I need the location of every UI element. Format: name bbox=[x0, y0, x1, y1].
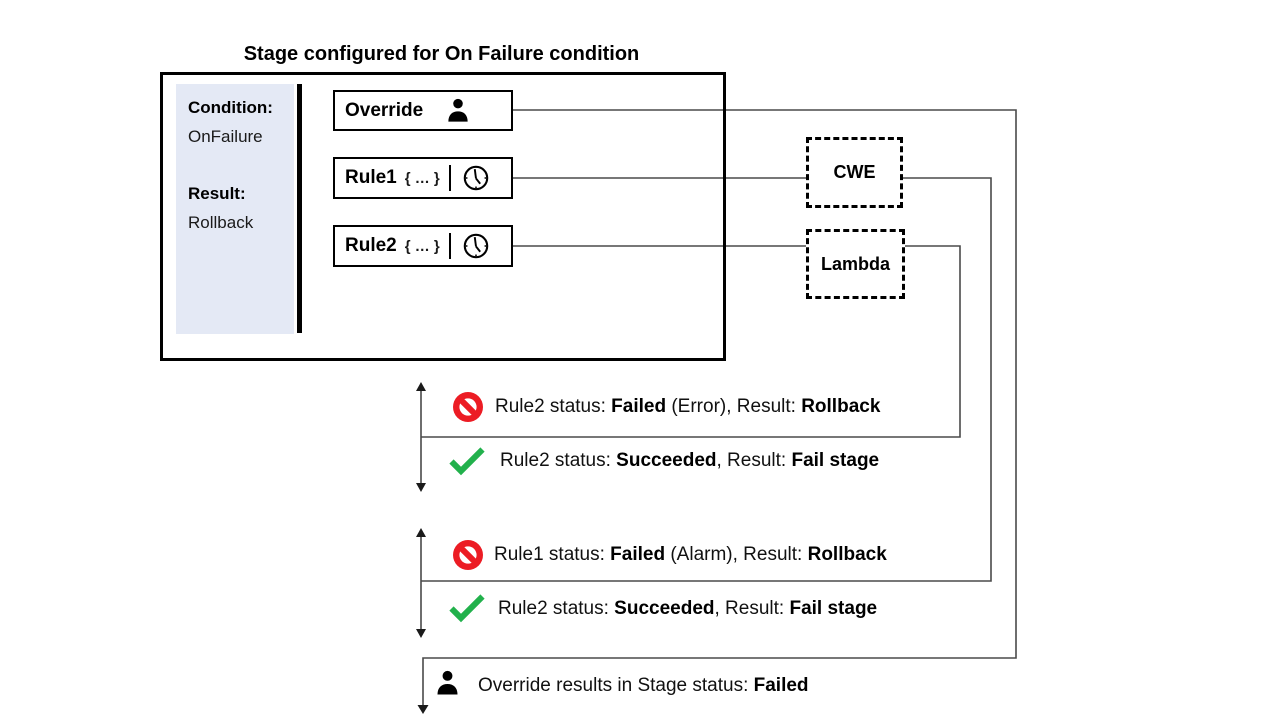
clock-icon bbox=[462, 232, 490, 260]
rule2-braces: { … } bbox=[404, 237, 440, 255]
lambda-box: Lambda bbox=[806, 229, 905, 299]
pipe-divider bbox=[448, 165, 452, 191]
check-icon bbox=[448, 593, 486, 628]
stage-box bbox=[160, 72, 726, 361]
outcome-rule1-failed-alarm: Rule1 status: Failed (Alarm), Result: Ro… bbox=[494, 544, 887, 565]
result-value: Rollback bbox=[188, 213, 254, 232]
outcome-override-failed: Override results in Stage status: Failed bbox=[478, 675, 809, 696]
condition-divider-bar bbox=[297, 84, 302, 333]
diagram-title: Stage configured for On Failure conditio… bbox=[243, 43, 640, 65]
rule1-label: Rule1 bbox=[345, 167, 397, 188]
prohibition-icon bbox=[452, 391, 484, 428]
check-icon bbox=[448, 446, 486, 481]
condition-value: OnFailure bbox=[188, 127, 263, 146]
rule2-box: Rule2 { … } bbox=[333, 225, 513, 267]
outcome-rule2-failed-error: Rule2 status: Failed (Error), Result: Ro… bbox=[495, 396, 881, 417]
outcome-rule2-succeeded-2: Rule2 status: Succeeded, Result: Fail st… bbox=[498, 598, 878, 619]
result-label: Result: bbox=[188, 184, 246, 203]
outcome-rule2-succeeded-1: Rule2 status: Succeeded, Result: Fail st… bbox=[500, 450, 880, 471]
pipe-divider bbox=[448, 233, 452, 259]
clock-icon bbox=[462, 164, 490, 192]
cwe-box: CWE bbox=[806, 137, 903, 208]
override-label: Override bbox=[345, 99, 424, 121]
person-icon bbox=[434, 670, 461, 702]
condition-label: Condition: bbox=[188, 98, 273, 117]
rule2-label: Rule2 bbox=[345, 235, 397, 256]
override-box: Override bbox=[333, 90, 513, 131]
arrowhead-down bbox=[417, 705, 429, 714]
rule1-box: Rule1 { … } bbox=[333, 157, 513, 199]
rule1-braces: { … } bbox=[404, 169, 440, 187]
prohibition-icon bbox=[452, 539, 484, 576]
condition-panel: Condition: OnFailure Result: Rollback bbox=[176, 84, 294, 334]
person-icon bbox=[445, 98, 471, 124]
